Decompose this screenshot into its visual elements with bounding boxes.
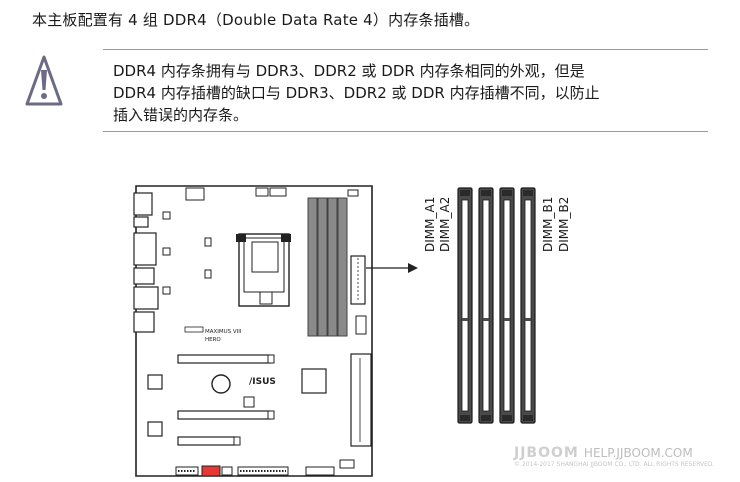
board-model-line2: HERO <box>205 337 221 343</box>
board-model-line1: MAXIMUS VIII <box>205 329 242 335</box>
note-bottom-rule <box>103 131 708 132</box>
dimm-label-a1: DIMM_A1 <box>423 197 437 252</box>
cpu-socket <box>236 233 291 307</box>
dimm-slot-dimm_b2 <box>520 187 536 424</box>
note-top-rule <box>103 49 708 50</box>
board-model-label: MAXIMUS VIII HERO <box>184 326 242 343</box>
board-dimm-slots <box>307 197 348 337</box>
dimm-slot-dimm_a2 <box>478 187 494 424</box>
small-chip <box>147 374 163 390</box>
side-connector <box>355 315 367 335</box>
warning-line: DDR4 内存插槽的缺口与 DDR3、DDR2 或 DDR 内存插槽不同，以防止 <box>113 84 600 102</box>
sata-ports <box>350 353 372 447</box>
watermark-brand: JJBOOM <box>514 445 579 461</box>
watermark-copyright: © 2014-2017 SHANGHAI JJBOOM CO., LTD. AL… <box>514 461 715 468</box>
small-header <box>339 459 355 469</box>
bottom-headers <box>175 465 335 477</box>
warning-line: DDR4 内存条拥有与 DDR3、DDR2 或 DDR 内存条相同的外观，但是 <box>113 62 585 80</box>
top-connectors <box>185 187 359 201</box>
chipset <box>301 368 327 394</box>
small-chip <box>147 421 163 437</box>
watermark-url: HELP.JJBOOM.COM <box>583 446 693 460</box>
warning-line: 插入错误的内存条。 <box>113 106 249 124</box>
enlarged-dimm-slots <box>457 187 536 424</box>
intro-text: 本主板配置有 4 组 DDR4（Double Data Rate 4）内存条插槽… <box>32 11 480 29</box>
cmos-battery <box>211 374 231 394</box>
warning-note: DDR4 内存条拥有与 DDR3、DDR2 或 DDR 内存条相同的外观，但是 … <box>113 60 713 126</box>
dimm-slot-dimm_a1 <box>457 187 473 424</box>
pcie-slot-caps <box>233 354 275 446</box>
rear-io-ports <box>133 192 159 333</box>
callout-arrow <box>366 263 418 273</box>
dimm-label-a2: DIMM_A2 <box>438 197 452 252</box>
watermark: JJBOOM HELP.JJBOOM.COM © 2014-2017 SHANG… <box>514 442 714 468</box>
dimm-label-b2: DIMM_B2 <box>557 197 571 252</box>
atx-power-connector <box>350 255 366 305</box>
small-chip <box>243 396 255 408</box>
dimm-slot-dimm_b1 <box>499 187 515 424</box>
warning-icon <box>25 55 63 106</box>
dimm-label-b1: DIMM_B1 <box>541 197 555 252</box>
dimm-slot-labels: DIMM_A1 DIMM_A2 DIMM_B1 DIMM_B2 <box>423 197 571 252</box>
board-brand-logo: /ISUS <box>249 377 276 387</box>
